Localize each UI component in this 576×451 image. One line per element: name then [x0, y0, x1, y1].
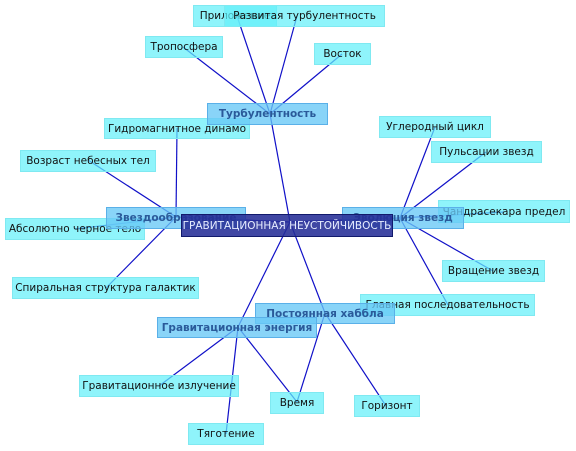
- node-gravity[interactable]: Тяготение: [188, 423, 264, 445]
- node-sky-age[interactable]: Возраст небесных тел: [20, 150, 156, 172]
- edge-center-grav-energy: [237, 221, 291, 328]
- edge-center-hubble: [289, 221, 326, 314]
- edge-evo-main-sequence: [399, 217, 449, 306]
- node-pulsations[interactable]: Пульсации звезд: [431, 141, 542, 163]
- node-spiral[interactable]: Спиральная структура галактик: [12, 277, 199, 299]
- node-rotation[interactable]: Вращение звезд: [442, 260, 545, 282]
- edge-turbulence-troposphere: [182, 46, 271, 115]
- node-horizon[interactable]: Горизонт: [354, 395, 420, 417]
- node-grav-radiation[interactable]: Гравитационное излучение: [79, 375, 239, 397]
- edge-hubble-horizon: [324, 312, 387, 407]
- node-carbon[interactable]: Углеродный цикл: [379, 116, 491, 138]
- edge-turbulence-prilozhenie: [236, 15, 271, 115]
- hub-turbulence[interactable]: Турбулентность: [207, 103, 328, 125]
- node-chandrasekhar[interactable]: Чандрасекара предел: [438, 200, 570, 223]
- hub-grav-energy[interactable]: Гравитационная энергия: [157, 317, 317, 338]
- edge-hubble-time: [296, 312, 326, 403]
- central-node[interactable]: ГРАВИТАЦИОННАЯ НЕУСТОЙЧИВОСТЬ: [181, 214, 393, 237]
- node-time[interactable]: Время: [270, 392, 324, 414]
- edge-starform-hydromagnetic: [175, 127, 178, 218]
- edge-center-turbulence: [269, 113, 291, 223]
- node-turbulence-dev[interactable]: Развитая турбулентность: [224, 5, 385, 27]
- node-troposphere[interactable]: Тропосфера: [145, 36, 223, 58]
- edge-energy-time: [237, 326, 298, 403]
- edge-evo-carbon: [399, 126, 436, 219]
- node-east[interactable]: Восток: [314, 43, 371, 65]
- edge-turbulence-turbulence-dev: [269, 15, 298, 115]
- node-main-sequence[interactable]: Главная последовательность: [360, 294, 535, 316]
